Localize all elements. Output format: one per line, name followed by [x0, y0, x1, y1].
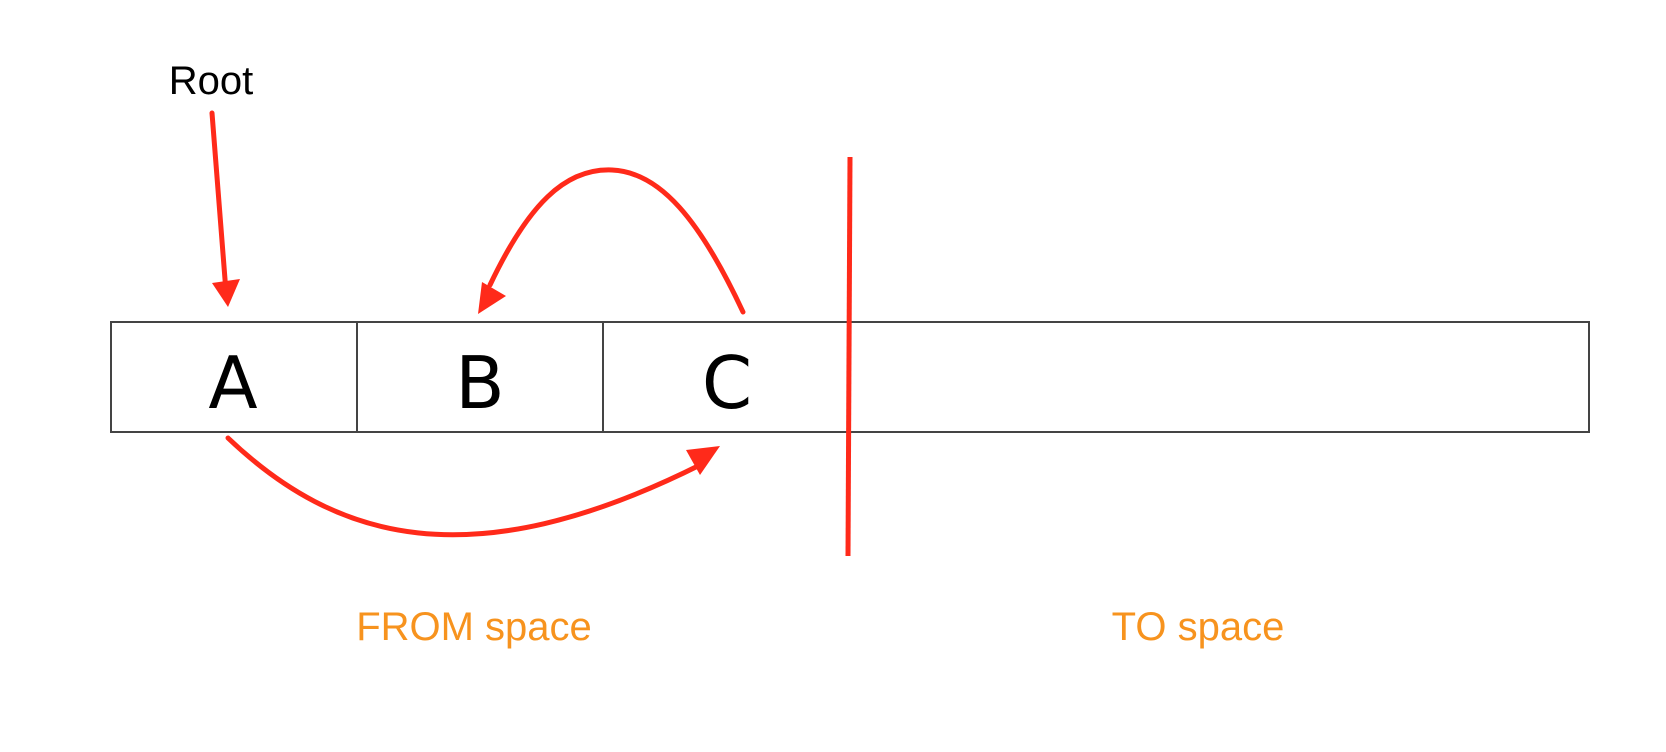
- from-space-label: FROM space: [356, 605, 592, 649]
- root-label: Root: [169, 59, 254, 103]
- c-to-b-arrowhead: [478, 282, 506, 314]
- a-to-c-arrow: [225, 435, 703, 538]
- cell-a-label: A: [208, 341, 257, 425]
- c-to-b-arrow: [487, 167, 746, 315]
- root-to-a-arrow: [209, 110, 229, 295]
- a-to-c-arrowhead: [686, 446, 720, 475]
- root-to-a-arrowhead: [212, 279, 240, 307]
- cell-c-label: C: [702, 341, 752, 425]
- space-divider-line: [845, 156, 853, 557]
- to-space-label: TO space: [1112, 605, 1285, 649]
- cell-b-label: B: [455, 341, 504, 425]
